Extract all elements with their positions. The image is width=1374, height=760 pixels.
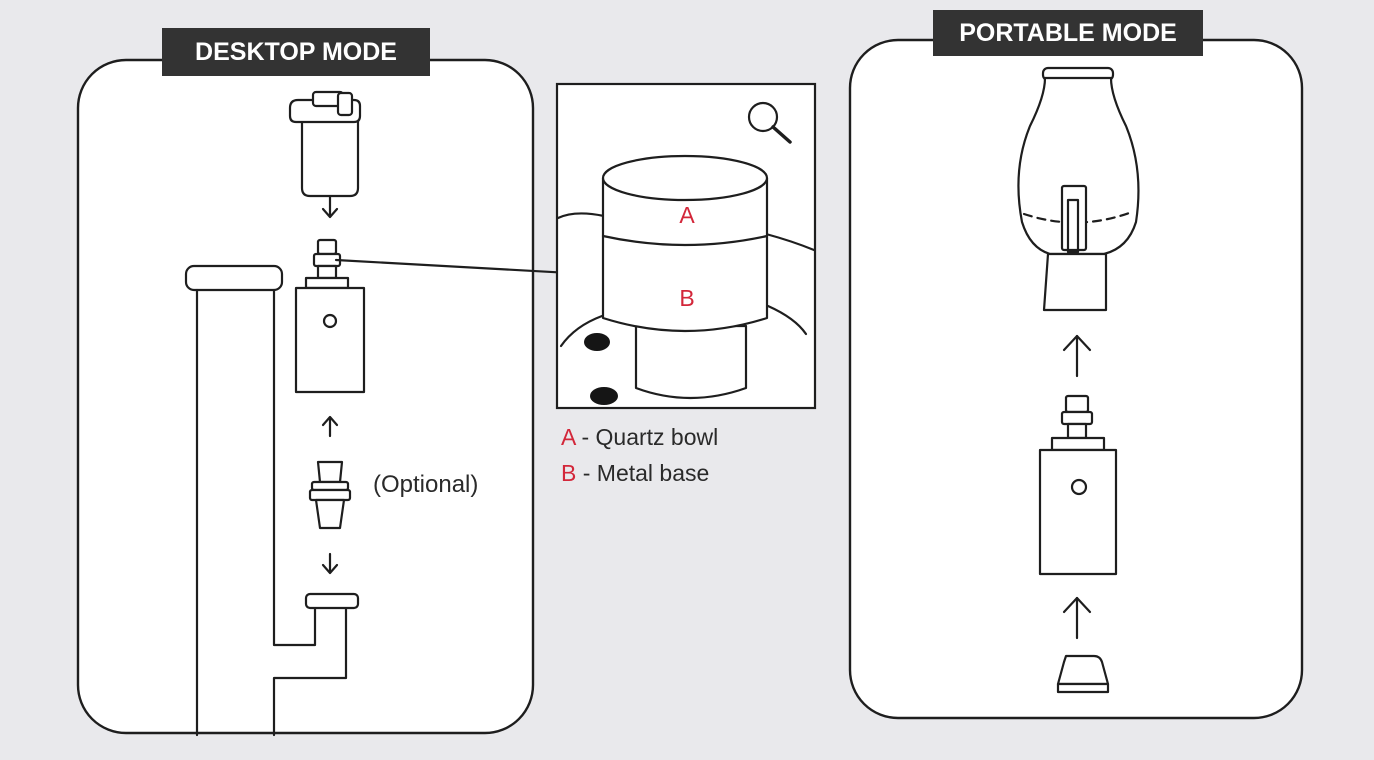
down-arrow-icon (321, 552, 339, 575)
device-outline (764, 232, 816, 252)
desktop-mode-tag: DESKTOP MODE (162, 28, 430, 76)
zoom-label-b: B (679, 285, 694, 311)
legend-item-b: B - Metal base (561, 460, 709, 486)
portable-mode-panel: PORTABLE MODE (848, 10, 1304, 720)
desktop-mode-panel: DESKTOP MODE (76, 28, 662, 737)
legend-key-a: A (561, 424, 577, 450)
up-arrow-icon (321, 415, 339, 438)
up-arrow-icon (1062, 596, 1092, 640)
water-pipe-icon (184, 264, 360, 737)
dot-marker (584, 333, 610, 351)
down-arrow-icon (321, 195, 339, 219)
legend-text-b: - Metal base (576, 460, 709, 486)
cap-icon (1056, 654, 1110, 694)
legend-text-a: - Quartz bowl (575, 424, 718, 450)
atomizer-icon (1038, 394, 1118, 576)
device-outline (559, 314, 604, 348)
legend: A - Quartz bowl B - Metal base (561, 424, 718, 486)
legend-item-a: A - Quartz bowl (561, 424, 718, 450)
adapter-icon (308, 460, 352, 530)
device-outline (556, 212, 606, 220)
carb-cap-icon (288, 90, 362, 198)
up-arrow-icon (1062, 334, 1092, 378)
glass-globe-icon (1017, 66, 1140, 312)
device-outline (766, 304, 808, 336)
dot-marker (590, 387, 618, 405)
bowl-base-divider (601, 234, 769, 247)
portable-mode-tag: PORTABLE MODE (933, 10, 1203, 56)
quartz-bowl-top (601, 154, 769, 202)
desktop-mode-title: DESKTOP MODE (195, 38, 397, 66)
atomizer-icon (294, 238, 366, 394)
quartz-bowl-body (601, 178, 769, 333)
portable-mode-title: PORTABLE MODE (959, 19, 1177, 47)
zoom-label-a: A (679, 202, 695, 228)
zoom-view: A B (555, 82, 817, 410)
magnifier-icon (747, 101, 792, 144)
legend-key-b: B (561, 460, 576, 486)
metal-base-lower (634, 324, 748, 400)
optional-label: (Optional) (373, 471, 478, 498)
